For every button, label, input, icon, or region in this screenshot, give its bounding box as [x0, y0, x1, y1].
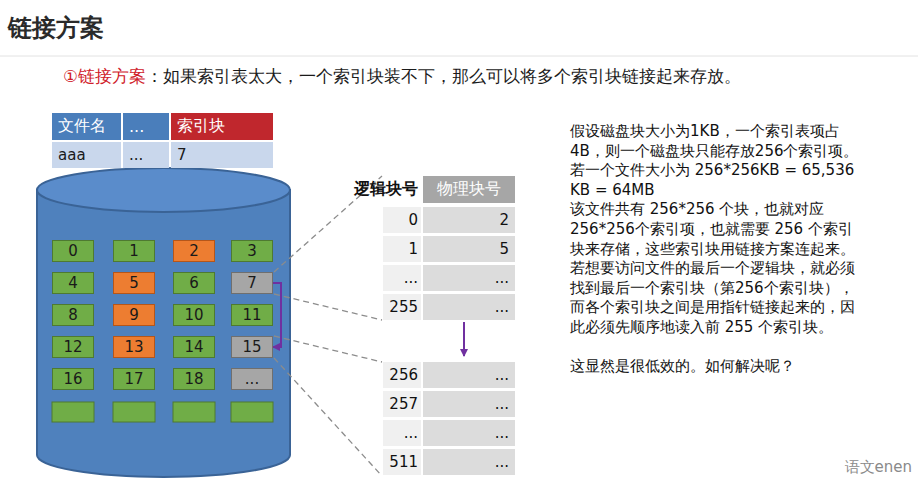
directory-cell: 索引块 — [171, 113, 273, 140]
title: 链接方案 — [8, 12, 104, 44]
leader-lines — [274, 176, 382, 476]
explanation-paragraph: 假设磁盘块大小为1KB，一个索引表项占4B，则一个磁盘块只能存放256个索引项。 — [570, 122, 864, 161]
directory-cell: aaa — [52, 142, 121, 168]
disk-block: 10 — [173, 304, 215, 326]
block-number: 14 — [184, 338, 203, 356]
block-number: 7 — [247, 274, 257, 292]
block-number: 10 — [184, 306, 203, 324]
disk-block: 16 — [52, 368, 94, 390]
directory-cell: 文件名 — [52, 113, 121, 140]
disk-block: 17 — [113, 368, 155, 390]
block-number: 5 — [129, 274, 139, 292]
disk-block: 14 — [173, 336, 215, 358]
index-table-cell: ... — [383, 265, 421, 291]
disk-block: 12 — [52, 336, 94, 358]
block-number: 17 — [124, 370, 143, 388]
watermark: 语文enen — [845, 458, 912, 477]
disk-block: ... — [231, 368, 273, 390]
explanation-paragraph: 若一个文件大小为 256*256KB = 65,536 KB = 64MB — [570, 161, 864, 200]
subtitle-text: ：如果索引表太大，一个索引块装不下，那么可以将多个索引块链接起来存放。 — [146, 67, 741, 86]
empty-block — [231, 402, 273, 422]
index-table-cell: 逻辑块号 — [336, 176, 422, 203]
index-table-cell: 256 — [383, 362, 421, 388]
directory-cell: ... — [123, 113, 169, 140]
disk-block: 1 — [113, 240, 155, 262]
block-number: 6 — [189, 274, 199, 292]
block-number: 1 — [129, 242, 139, 260]
explanation-text: 假设磁盘块大小为1KB，一个索引表项占4B，则一个磁盘块只能存放256个索引项。… — [570, 122, 864, 376]
dashed-leader — [274, 336, 382, 362]
disk-block: 0 — [52, 240, 94, 262]
block-number: 2 — [189, 242, 199, 260]
block-number: 12 — [63, 338, 82, 356]
explanation-paragraph: 若想要访问文件的最后一个逻辑块，就必须找到最后一个索引块（第256个索引块），而… — [570, 259, 864, 337]
disk-block: 8 — [52, 304, 94, 326]
dashed-leader — [274, 358, 382, 476]
pointer-arrow — [463, 322, 465, 356]
index-table-cell: ... — [423, 420, 515, 446]
disk-top — [37, 168, 290, 212]
block-number: 0 — [68, 242, 78, 260]
block-number: 8 — [68, 306, 78, 324]
index-table-cell: 物理块号 — [423, 176, 515, 203]
directory-cell: ... — [123, 142, 169, 168]
disk-block: 13 — [113, 336, 155, 358]
disk-block: 5 — [113, 272, 155, 294]
index-table-cell: ... — [423, 294, 515, 320]
directory-cell: 7 — [171, 142, 273, 168]
empty-block — [52, 402, 94, 422]
disk-block: 15 — [231, 336, 273, 358]
subtitle-key: ①链接方案 — [63, 67, 146, 86]
disk-block: 7 — [231, 272, 273, 294]
disk-block: 18 — [173, 368, 215, 390]
disk-block: 6 — [173, 272, 215, 294]
pointer-connector — [273, 283, 281, 347]
block-number: 9 — [129, 306, 139, 324]
index-table-cell: ... — [423, 265, 515, 291]
index-table-cell: 257 — [383, 391, 421, 417]
empty-block — [173, 402, 215, 422]
block-number: 13 — [124, 338, 143, 356]
title-rule — [0, 56, 918, 57]
disk-block: 9 — [113, 304, 155, 326]
block-number: 15 — [242, 338, 261, 356]
index-table-cell: 2 — [423, 207, 515, 233]
block-number: 4 — [68, 274, 78, 292]
block-number: 18 — [184, 370, 203, 388]
explanation-paragraph: 这显然是很低效的。如何解决呢？ — [570, 357, 864, 377]
empty-block — [113, 402, 155, 422]
block-number: 16 — [63, 370, 82, 388]
index-table-cell: 5 — [423, 236, 515, 262]
subtitle: ①链接方案：如果索引表太大，一个索引块装不下，那么可以将多个索引块链接起来存放。 — [63, 66, 741, 88]
block-number: 3 — [247, 242, 257, 260]
disk-block: 3 — [231, 240, 273, 262]
index-table-cell: 0 — [383, 207, 421, 233]
disk-block: 11 — [231, 304, 273, 326]
dashed-leader — [274, 294, 382, 320]
explanation-paragraph: 该文件共有 256*256 个块，也就对应256*256个索引项，也就需要 25… — [570, 200, 864, 259]
index-table-cell: 255 — [383, 294, 421, 320]
block-number: 11 — [242, 306, 261, 324]
disk-block: 4 — [52, 272, 94, 294]
index-table-cell: ... — [423, 449, 515, 475]
disk-block: 2 — [173, 240, 215, 262]
index-table-cell: ... — [383, 420, 421, 446]
index-table-cell: ... — [423, 391, 515, 417]
block-number: ... — [245, 370, 259, 388]
index-table-cell: 511 — [383, 449, 421, 475]
index-table-cell: 1 — [383, 236, 421, 262]
index-table-cell: ... — [423, 362, 515, 388]
disk-body — [37, 190, 290, 477]
